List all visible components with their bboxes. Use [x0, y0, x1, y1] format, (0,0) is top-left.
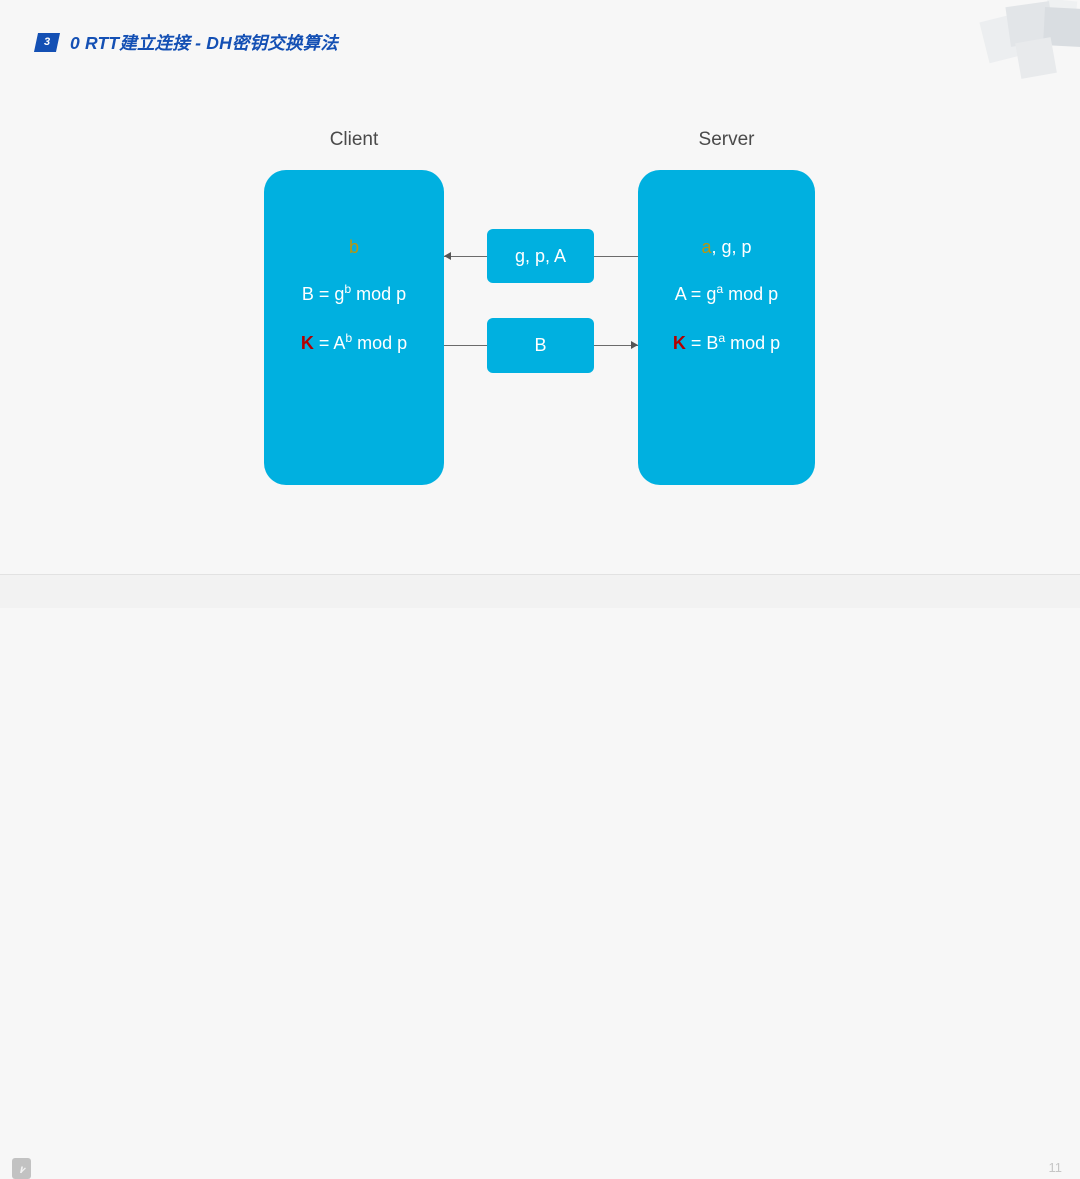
- client-shared-key-formula: K = Ab mod p: [264, 331, 444, 354]
- server-key-suffix: mod p: [725, 333, 781, 353]
- client-secret-line: b: [264, 237, 444, 258]
- server-public-formula: A = ga mod p: [638, 282, 815, 305]
- slide-header: 3 0 RTT建立连接 - DH密钥交换算法: [0, 0, 1080, 84]
- connector-line-left-top: [444, 256, 487, 257]
- server-label: Server: [698, 129, 755, 150]
- brand-logo-glyph: ı̷: [19, 1161, 24, 1176]
- slide-footer: ı̷ 11: [0, 575, 1080, 1179]
- server-key-symbol: K: [672, 333, 686, 353]
- message-box-2-label: B: [534, 335, 547, 355]
- server-key-exponent: a: [718, 331, 726, 345]
- client-key-prefix: = A: [313, 333, 346, 353]
- brand-logo-icon: ı̷: [12, 1158, 31, 1179]
- page-title: 0 RTT建立连接 - DH密钥交换算法: [70, 33, 339, 53]
- server-secret-value: a: [701, 237, 712, 257]
- connector-line-right-bottom: [594, 345, 638, 346]
- client-key-exponent: b: [345, 331, 353, 345]
- client-label: Client: [329, 129, 379, 150]
- client-public-formula: B = gb mod p: [264, 282, 444, 305]
- message-box-2: B: [487, 318, 594, 373]
- message-box-1-label: g, p, A: [514, 245, 567, 266]
- footer-divider: [0, 574, 1080, 575]
- server-public-suffix: mod p: [723, 284, 779, 304]
- page-number: 11: [1048, 1160, 1063, 1175]
- dh-key-exchange-diagram: Client Server b B = gb mod p K = Ab mod …: [264, 129, 815, 485]
- client-key-suffix: mod p: [352, 333, 408, 353]
- client-public-prefix: B = g: [301, 284, 345, 304]
- title-row: 3 0 RTT建立连接 - DH密钥交换算法: [33, 30, 339, 55]
- arrow-right-icon: [631, 341, 638, 349]
- client-secret-value: b: [348, 237, 359, 257]
- server-public-prefix: A = g: [674, 284, 717, 304]
- client-public-exponent: b: [344, 282, 352, 296]
- client-key-symbol: K: [300, 333, 314, 353]
- client-public-suffix: mod p: [351, 284, 407, 304]
- client-box: b B = gb mod p K = Ab mod p: [264, 170, 444, 485]
- server-box: a, g, p A = ga mod p K = Ba mod p: [638, 170, 815, 485]
- server-params-rest: , g, p: [711, 237, 752, 257]
- server-public-exponent: a: [716, 282, 724, 296]
- server-params-line: a, g, p: [638, 237, 815, 258]
- connector-line-right-top: [594, 256, 638, 257]
- server-shared-key-formula: K = Ba mod p: [638, 331, 815, 354]
- message-box-1: g, p, A: [487, 229, 594, 283]
- arrow-left-icon: [444, 252, 451, 260]
- connector-line-left-bottom: [444, 345, 487, 346]
- server-key-prefix: = B: [685, 333, 719, 353]
